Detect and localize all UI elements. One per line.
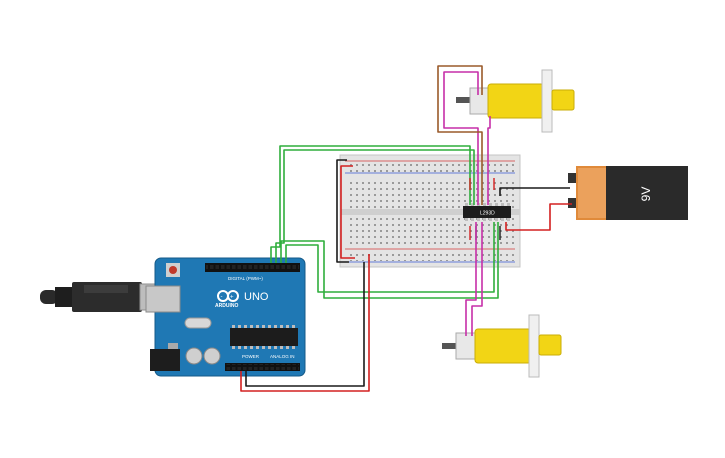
arduino-uno-board: DIGITAL (PWM~) - + ARDUINO UNO POWER ANA…: [145, 257, 306, 377]
battery-voltage-label: 9V: [639, 187, 653, 202]
chip-label: L293D: [480, 211, 495, 217]
battery-9v: 9V: [568, 166, 688, 220]
wiring: [240, 65, 572, 392]
power-jack: [150, 349, 180, 371]
power-label: POWER: [242, 354, 260, 359]
analog-label: ANALOG IN: [270, 354, 295, 359]
breadboard: [339, 154, 521, 268]
arduino-brand-text: ARDUINO: [215, 303, 238, 309]
usb-cable: [40, 282, 165, 312]
usb-port: [145, 285, 181, 313]
dc-motor-bottom: [442, 314, 562, 378]
arduino-model-text: UNO: [244, 291, 269, 303]
svg-text:-: -: [221, 294, 223, 300]
arduino-logo-icon: - +: [217, 290, 239, 302]
atmega-chip: [230, 328, 298, 346]
digital-header-label: DIGITAL (PWM~): [228, 276, 263, 281]
l293d-driver-chip: L293D: [463, 203, 511, 221]
dc-motor-top: [456, 69, 575, 133]
svg-text:+: +: [230, 295, 234, 301]
